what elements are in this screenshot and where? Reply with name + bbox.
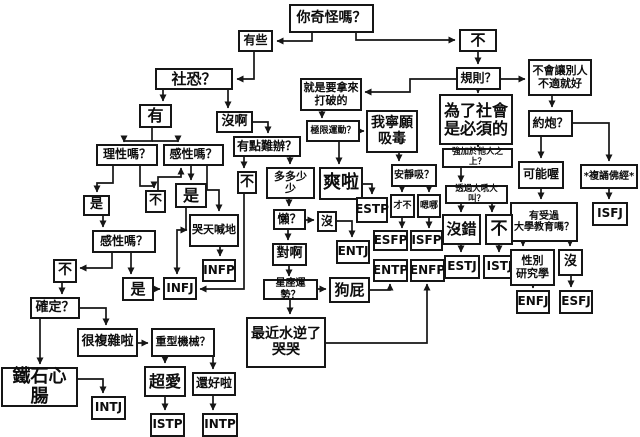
- flowchart-node-entj: ENTJ: [336, 240, 370, 264]
- flowchart-node-by-yelling: 透過大吼大叫？: [445, 184, 508, 204]
- flowchart-edge-no-1-to-emotional-1: [157, 167, 185, 190]
- flowchart-node-esfp: ESFP: [373, 230, 408, 251]
- flowchart-edge-nope-to-bit-difficult: [253, 121, 272, 134]
- flowchart-node-university-education: 有受過 大學教育嗎？: [510, 202, 578, 242]
- flowchart-node-mercury-retrograde: 最近水逆了 哭哭: [246, 317, 326, 368]
- flowchart-node-nope: 沒啊: [216, 111, 253, 133]
- flowchart-node-yeah-nod: 嗯哪: [417, 194, 441, 218]
- flowchart-edge-sure-to-complicated: [80, 307, 110, 326]
- flowchart-node-intp: INTP: [202, 413, 238, 437]
- flowchart-node-no-4: 不: [485, 214, 513, 245]
- flowchart-edge-bullshit-to-entp: [370, 283, 394, 291]
- flowchart-node-are-you-weird: 你奇怪嗎？: [289, 4, 374, 33]
- flowchart-node-heavy-machinery: 重型機械？: [151, 328, 215, 357]
- flowchart-node-no-top: 不: [459, 29, 497, 52]
- flowchart-node-gender-studies: 性別 研究學: [510, 249, 555, 286]
- flowchart-node-more-or-less: 多多少少: [266, 167, 315, 199]
- flowchart-node-intj: INTJ: [91, 396, 126, 420]
- flowchart-node-complicated: 很複雜啦: [77, 328, 138, 357]
- flowchart-node-emotional-2: 感性嗎？: [92, 230, 156, 253]
- flowchart-node-entp: ENTP: [373, 259, 408, 282]
- flowchart-node-no-way: 才不: [390, 194, 415, 218]
- flowchart-node-istp: ISTP: [150, 413, 185, 437]
- flowchart-node-esfj: ESFJ: [559, 290, 593, 314]
- flowchart-node-have: 有: [139, 104, 172, 128]
- flowchart-node-thats-right: 沒錯: [442, 214, 481, 245]
- flowchart-node-bullshit: 狗屁: [329, 277, 370, 303]
- flowchart-edge-rules-to-rules-made-to-break: [364, 78, 456, 96]
- flowchart-node-super-love: 超愛: [144, 366, 186, 397]
- flowchart-node-isfj: ISFJ: [592, 202, 628, 226]
- flowchart-node-estj: ESTJ: [444, 255, 480, 279]
- flowchart-node-bit-difficult: 有點難辦？: [233, 136, 301, 157]
- flowchart-edge-mercury-retrograde-to-enfp: [326, 283, 431, 344]
- flowchart-edge-rational-to-yes-1: [93, 166, 114, 193]
- flowchart-node-infp: INFP: [202, 259, 236, 282]
- flowchart-node-maybe: 可能喔: [518, 161, 564, 189]
- flowchart-node-necessary-for-society: 為了社會 是必須的: [439, 94, 513, 145]
- flowchart-node-emotional-1: 感性嗎？: [163, 144, 224, 166]
- flowchart-node-sure: 確定？: [30, 297, 80, 319]
- flowchart-node-smoke-quietly: 安靜吸？: [391, 164, 437, 187]
- flowchart-node-awesome: 爽啦: [319, 167, 363, 200]
- flowchart-edge-emotional-1-to-wailing: [206, 166, 223, 212]
- flowchart-node-heart-of-stone: 鐵石心腸: [1, 366, 78, 407]
- flowchart-edge-somewhat-to-social-anxiety: [236, 52, 255, 83]
- flowchart-node-somewhat: 有些: [238, 30, 273, 52]
- flowchart-node-extreme-sports: 極限運動？: [306, 120, 360, 142]
- flowchart-node-no-lazy: 沒: [317, 211, 337, 232]
- flowchart-node-no-5: 沒: [558, 249, 583, 276]
- flowchart-edge-yes-2-to-wailing: [180, 208, 188, 234]
- flowchart-node-rational: 理性嗎？: [96, 144, 158, 166]
- flowchart-node-social-anxiety: 社恐？: [155, 68, 233, 90]
- flowchart-node-rules: 規則？: [456, 67, 501, 90]
- flowchart-node-infj: INFJ: [163, 277, 197, 300]
- flowchart-node-rather-do-drugs: 我寧願 吸毒: [366, 110, 418, 153]
- flowchart-edge-yes-2-to-infj: [173, 229, 186, 275]
- flowchart-edge-hookup-to-recite-sutras: [573, 122, 613, 162]
- flowchart-node-not-make-uncomfortable: 不會讓別人 不適就好: [528, 59, 592, 96]
- flowchart-node-wailing: 哭天喊地: [189, 214, 239, 247]
- flowchart-edge-are-you-weird-to-somewhat: [276, 33, 313, 45]
- flowchart-node-enfj: ENFJ: [516, 290, 550, 314]
- flowchart-node-hookup: 約炮？: [528, 110, 573, 137]
- flowchart-edge-awesome-to-estp: [363, 183, 376, 195]
- flowchart-node-yes-3: 是: [122, 277, 154, 301]
- flowchart-node-rules-made-to-break: 就是要拿來 打破的: [300, 78, 362, 111]
- flowchart-node-enfp: ENFP: [410, 259, 445, 282]
- flowchart-edge-rational-to-no-1: [139, 166, 158, 189]
- flowchart-node-estp: ESTP: [355, 197, 389, 223]
- flowchart-edge-have-to-rational: [120, 128, 153, 143]
- flowchart-node-yeah-right: 對啊: [272, 243, 307, 266]
- flowchart-node-isfp: ISFP: [410, 230, 443, 251]
- flowchart-node-no-2: 不: [53, 259, 77, 283]
- flowchart-node-its-okay: 還好啦: [192, 372, 236, 396]
- flowchart-edge-have-to-emotional-1: [152, 135, 182, 143]
- flowchart-node-yes-1: 是: [83, 195, 110, 216]
- flowchart-edge-emotional-2-to-no-2: [79, 253, 113, 272]
- flowchart-node-yes-2: 是: [175, 183, 207, 208]
- flowchart-edge-no-3-to-infj: [199, 194, 245, 293]
- flowchart-node-horoscope: 星座運勢？: [263, 278, 318, 301]
- flowchart-edge-are-you-weird-to-no-top: [355, 33, 456, 44]
- flowchart-node-no-1: 不: [145, 190, 166, 213]
- flowchart-node-recite-sutras: *複誦佛經*: [580, 164, 638, 189]
- flowchart-edge-no-lazy-to-entj: [337, 220, 356, 238]
- flowchart-node-no-3: 不: [237, 171, 257, 194]
- flowchart-node-impose-on-others: 強加於他人之上？: [442, 148, 513, 168]
- flowchart-edge-heart-of-stone-to-intj: [78, 378, 107, 394]
- flowchart-node-lazy: 懶？: [273, 209, 306, 230]
